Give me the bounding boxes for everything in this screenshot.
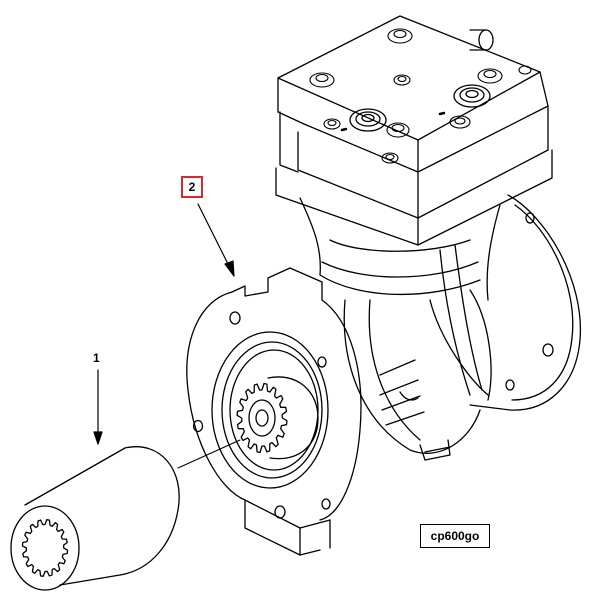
front-mounting-flange: [186, 267, 362, 556]
rear-flange: [469, 194, 582, 411]
cylinder-head: [275, 15, 553, 246]
crankcase: [299, 197, 501, 461]
drawing-code-label: cp600go: [420, 524, 490, 548]
callout-part-1: 1: [93, 351, 100, 365]
splined-drive-shaft: [236, 376, 319, 460]
leader-arrows: [93, 203, 235, 445]
callout-part-2: 2: [181, 176, 203, 198]
coupling-sleeve: [10, 439, 241, 591]
